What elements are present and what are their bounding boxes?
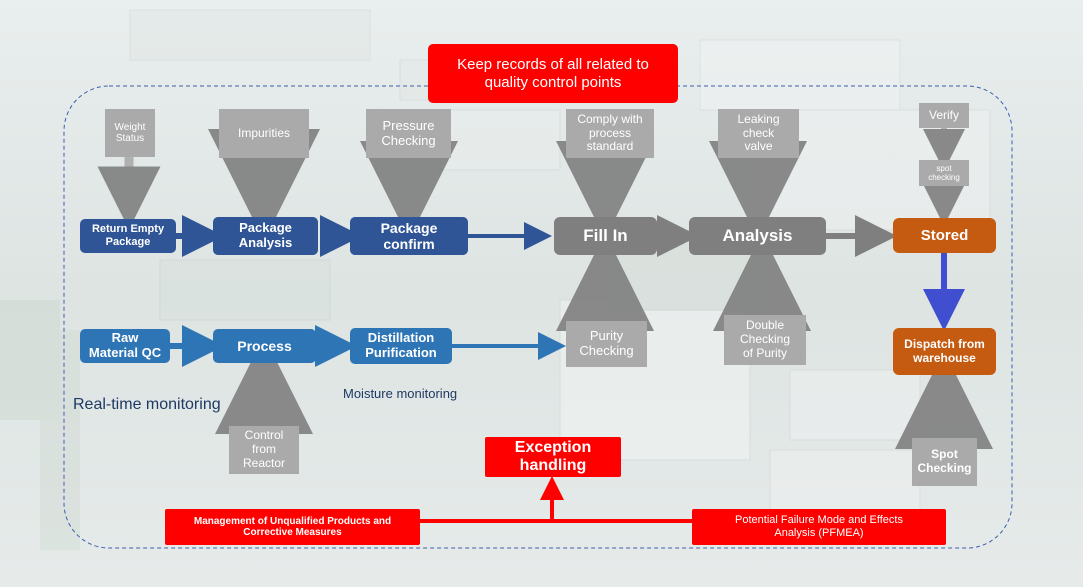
dispatch-box: Dispatch from warehouse <box>893 328 996 375</box>
distillation-purification-box: Distillation Purification <box>350 328 452 364</box>
package-analysis-box: Package Analysis <box>213 217 318 255</box>
leaking-check-box: Leaking check valve <box>718 109 799 158</box>
analysis-box: Analysis <box>689 217 826 255</box>
comply-standard-box: Comply with process standard <box>566 109 654 158</box>
management-unqualified-box: Management of Unqualified Products and C… <box>165 509 420 545</box>
weight-status-box: Weight Status <box>105 109 155 157</box>
pressure-checking-box: Pressure Checking <box>366 109 451 158</box>
moisture-monitoring-label: Moisture monitoring <box>343 386 458 401</box>
double-checking-box: Double Checking of Purity <box>724 315 806 365</box>
raw-material-qc-box: Raw Material QC <box>80 329 170 363</box>
process-box: Process <box>213 329 316 363</box>
pfmea-box: Potential Failure Mode and Effects Analy… <box>692 509 946 545</box>
spot-checking-small-box: spot checking <box>919 160 969 186</box>
purity-checking-box: Purity Checking <box>566 321 647 367</box>
verify-box: Verify <box>919 103 969 128</box>
realtime-monitoring-label: Real-time monitoring <box>73 396 221 413</box>
spot-checking-box: Spot Checking <box>912 438 977 486</box>
impurities-box: Impurities <box>219 109 309 158</box>
return-empty-package-box: Return Empty Package <box>80 219 176 253</box>
exception-handling-box: Exception handling <box>485 437 621 477</box>
control-reactor-box: Control from Reactor <box>229 426 299 474</box>
stored-box: Stored <box>893 218 996 253</box>
records-note: Keep records of all related to quality c… <box>428 44 678 103</box>
package-confirm-box: Package confirm <box>350 217 468 255</box>
fill-in-box: Fill In <box>554 217 657 255</box>
quality-boundary <box>63 85 1013 549</box>
